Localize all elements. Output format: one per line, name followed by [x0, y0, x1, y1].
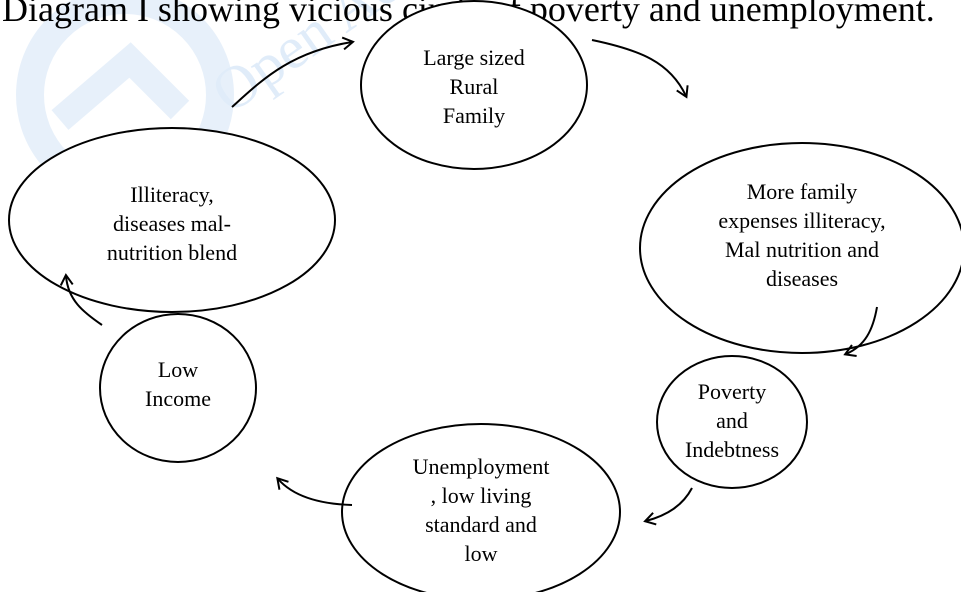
arrow-expenses-to-poverty — [843, 306, 878, 358]
arrow-unemployment-to-income — [276, 476, 353, 506]
node-label-large-sized-rural-family: Large sized Rural Family — [423, 45, 525, 128]
node-ellipse-poverty-indebtness — [656, 355, 808, 489]
node-ellipse-unemployment — [341, 423, 621, 592]
arrow-illiteracy-to-family — [231, 36, 355, 108]
node-label-unemployment: Unemployment , low living standard and l… — [412, 454, 550, 566]
arrow-family-to-expenses — [591, 39, 689, 99]
node-label-low-income: Low Income — [145, 357, 211, 411]
node-label-more-family-expenses: More family expenses illiteracy, Mal nut… — [718, 179, 886, 291]
node-ellipse-large-sized-rural-family — [360, 0, 588, 170]
node-label-poverty-indebtness: Poverty and Indebtness — [684, 379, 780, 462]
node-ellipse-more-family-expenses — [639, 142, 961, 354]
node-label-illiteracy: Illiteracy, diseases mal- nutrition blen… — [106, 182, 238, 265]
node-ellipse-illiteracy — [8, 127, 336, 313]
node-ellipse-low-income — [99, 313, 257, 463]
arrow-income-to-illiteracy — [59, 273, 103, 326]
arrow-poverty-to-unemployment — [643, 487, 693, 526]
